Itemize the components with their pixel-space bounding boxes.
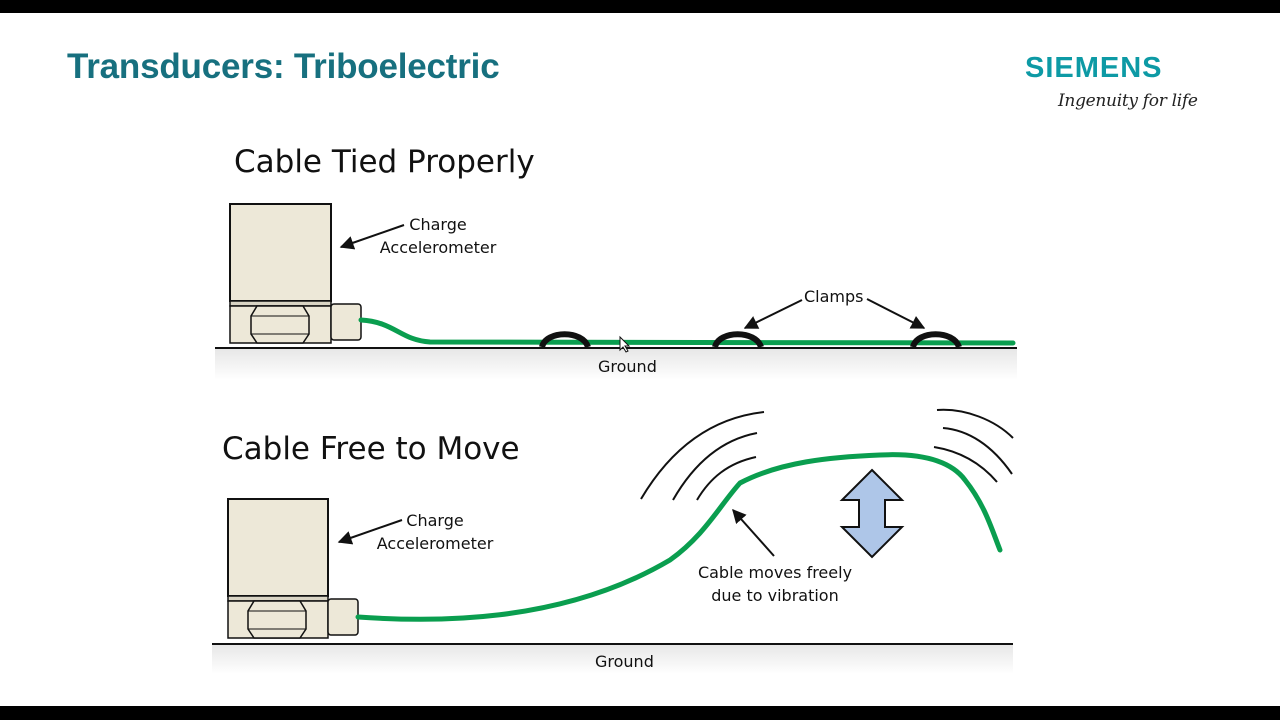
cable-note: Cable moves freely due to vibration bbox=[689, 561, 861, 607]
top-ground-label: Ground bbox=[598, 357, 657, 376]
top-sensor-pointer-arrow bbox=[339, 224, 405, 250]
clamp-1 bbox=[539, 331, 591, 349]
mouse-cursor bbox=[619, 335, 631, 353]
bottom-sensor-label: Charge Accelerometer bbox=[371, 509, 499, 555]
clamp-2 bbox=[712, 331, 764, 349]
top-accelerometer bbox=[229, 203, 362, 344]
clamp-3 bbox=[910, 331, 962, 349]
vibration-lines-right bbox=[933, 408, 1014, 483]
top-diagram bbox=[215, 203, 1017, 380]
bottom-sensor-label-line1: Charge bbox=[406, 511, 464, 530]
bottom-sensor-label-line2: Accelerometer bbox=[376, 534, 494, 553]
top-ground-shade bbox=[215, 348, 1017, 380]
bottom-sensor-pointer-arrow bbox=[337, 519, 403, 545]
bottom-diagram bbox=[212, 408, 1014, 674]
bottom-ground-label: Ground bbox=[595, 652, 654, 671]
clamps-pointer-arrow-left bbox=[743, 299, 803, 329]
cable-note-pointer-arrow bbox=[732, 508, 775, 557]
vibration-double-arrow bbox=[839, 468, 905, 559]
siemens-logo: SIEMENS bbox=[1025, 52, 1163, 84]
top-cable bbox=[358, 317, 1016, 346]
vibration-lines-left bbox=[640, 411, 765, 501]
top-sensor-label-line2: Accelerometer bbox=[379, 238, 497, 257]
top-sensor-label-line1: Charge bbox=[409, 215, 467, 234]
bottom-ground-shade bbox=[212, 644, 1013, 674]
siemens-tagline: Ingenuity for life bbox=[1058, 91, 1198, 111]
top-sensor-label: Charge Accelerometer bbox=[374, 213, 502, 259]
top-heading: Cable Tied Properly bbox=[234, 144, 535, 180]
bottom-accelerometer bbox=[227, 498, 359, 639]
slide-title: Transducers: Triboelectric bbox=[67, 47, 500, 86]
clamps-pointer-arrow-right bbox=[866, 298, 926, 329]
bottom-heading: Cable Free to Move bbox=[222, 431, 520, 467]
clamps-label: Clamps bbox=[804, 287, 864, 306]
cable-note-line1: Cable moves freely bbox=[697, 563, 853, 582]
bottom-cable bbox=[355, 452, 1003, 622]
cable-note-line2: due to vibration bbox=[711, 586, 839, 605]
